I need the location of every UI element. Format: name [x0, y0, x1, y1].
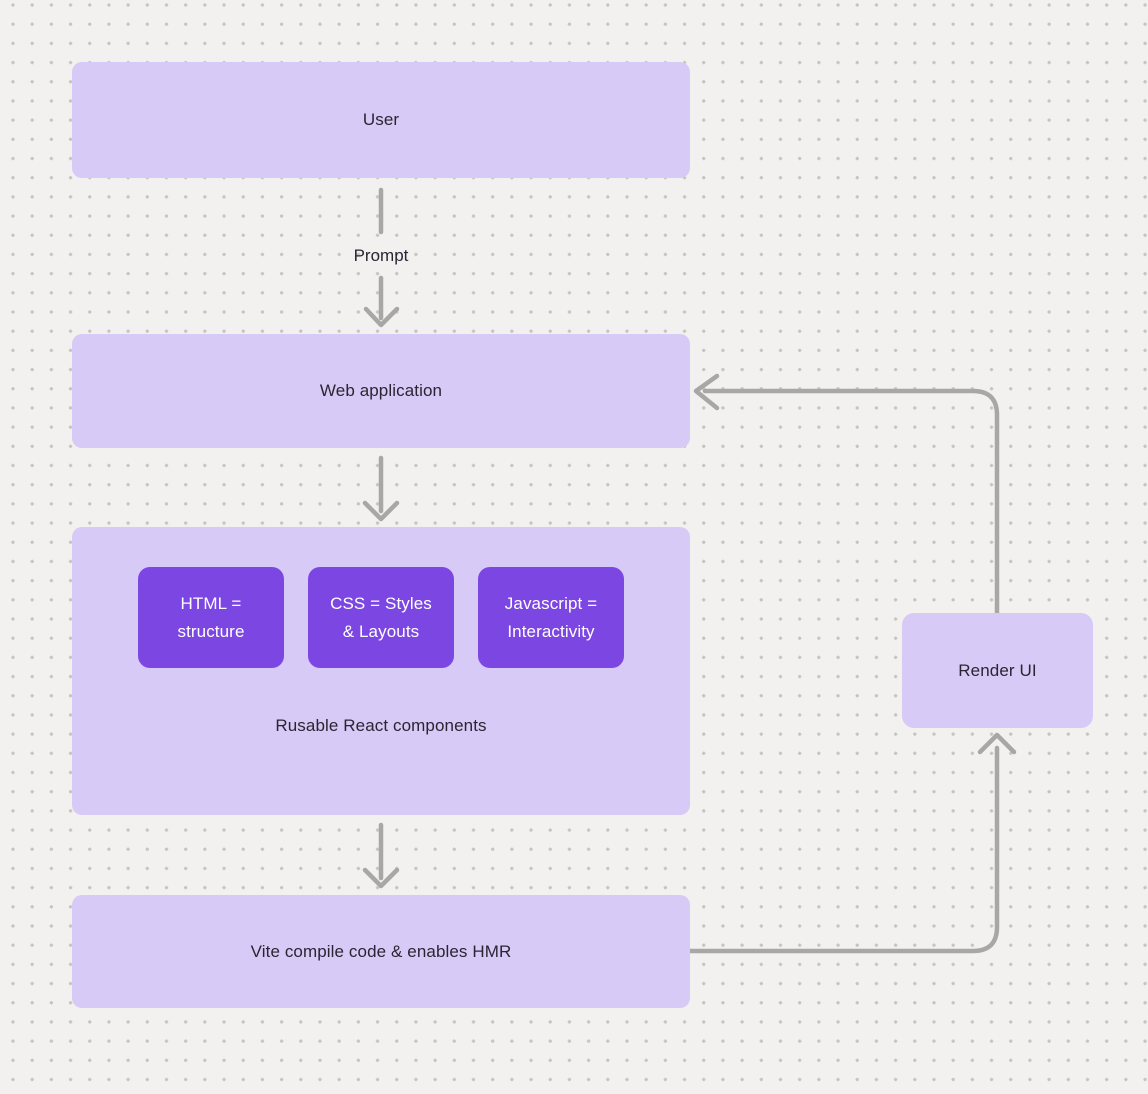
node-user[interactable]: User [72, 62, 690, 178]
edge-user-to-web-arrow [363, 275, 400, 328]
node-components-group[interactable]: HTML = structure CSS = Styles & Layouts … [72, 527, 690, 815]
chip-css-label: CSS = Styles & Layouts [330, 593, 432, 641]
node-vite-label: Vite compile code & enables HMR [250, 941, 512, 961]
edge-web-to-components-arrow [362, 455, 400, 522]
node-render-ui[interactable]: Render UI [902, 613, 1093, 728]
chip-html-label: HTML = structure [177, 593, 245, 641]
node-render-ui-label: Render UI [958, 660, 1037, 680]
chip-css[interactable]: CSS = Styles & Layouts [308, 567, 454, 668]
chip-html[interactable]: HTML = structure [138, 567, 284, 668]
edge-components-to-vite-arrow [362, 822, 400, 889]
node-web-application-label: Web application [319, 381, 443, 400]
node-web-application[interactable]: Web application [72, 334, 690, 448]
edge-vite-to-render-arrow [687, 732, 1017, 954]
components-chip-row: HTML = structure CSS = Styles & Layouts … [138, 567, 624, 668]
chip-javascript[interactable]: Javascript = Interactivity [478, 567, 624, 668]
edge-label-prompt: Prompt [353, 246, 409, 265]
chip-javascript-label: Javascript = Interactivity [504, 593, 598, 641]
node-user-label: User [362, 110, 400, 129]
node-vite[interactable]: Vite compile code & enables HMR [72, 895, 690, 1008]
components-caption: Rusable React components [275, 716, 487, 735]
edge-render-to-web-arrow [693, 373, 1000, 616]
